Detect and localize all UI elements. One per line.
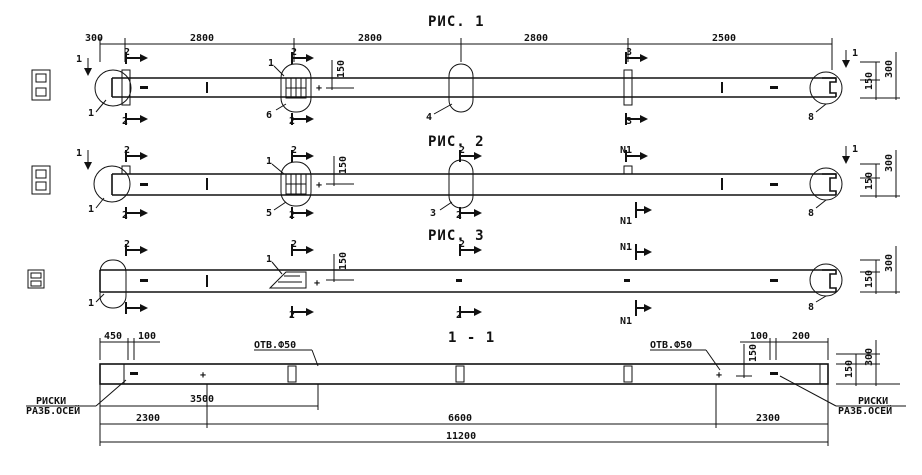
section-dim-150-right: 150 [748,344,759,362]
section-dim-2300-left: 2300 [136,413,160,424]
section-dim-450: 450 [104,331,122,342]
fig1-dim-300: 300 [85,33,103,44]
fig2-callout-3: 3 [430,208,436,219]
fig2-plus: + [316,180,322,191]
fig3-plus: + [314,278,320,289]
fig3-callout-1a: 1 [88,298,94,309]
fig2-marker-n1: N1 [620,145,632,156]
fig1-marker-3: 3 [626,47,632,58]
section-symbol-fig1 [31,69,51,101]
section-symbol-fig2 [31,165,51,195]
fig2-marker-2b: 2 [291,145,297,156]
fig2-marker-2b-bottom: 2 [289,210,295,221]
fig1-marker-2b-bottom: 2 [289,116,295,127]
fig1-marker-1-left: 1 [76,54,82,65]
fig1-dim-2500: 2500 [712,33,736,44]
fig1-dim-2800-b: 2800 [358,33,382,44]
fig3-callout-1b: 1 [266,254,272,265]
fig3-marker-2c: 2 [459,239,465,250]
section-dim-100-left: 100 [138,331,156,342]
fig3-marker-2b: 2 [291,239,297,250]
section-plus-left: + [200,370,206,381]
section-right-300: 300 [864,348,875,366]
section-hole-label-left: ОТВ.Ф50 [254,340,296,351]
fig1-dim-150: 150 [336,60,347,78]
fig3-marker-n1-bottom: N1 [620,316,632,327]
fig2-marker-2a: 2 [124,145,130,156]
section-marks-left-1: РИСКИ [36,396,66,407]
section-dim-100-right: 100 [750,331,768,342]
fig3-marker-n1: N1 [620,242,632,253]
fig2-right-300: 300 [884,154,895,172]
figure-1: 300 2800 2800 2800 2500 + 2 [76,33,900,127]
fig1-plus: + [316,83,322,94]
fig1-title: РИС. 1 [428,14,485,30]
fig3-callout-8: 8 [808,302,814,313]
figure-3: + 2 2 2 N1 2 2 N1 1 1 8 150 [88,239,900,327]
fig2-marker-1-left: 1 [76,148,82,159]
fig2-marker-2c-bottom: 2 [456,210,462,221]
fig1-callout-4: 4 [426,112,432,123]
fig2-marker-2c: 2 [459,145,465,156]
fig2-callout-8: 8 [808,208,814,219]
fig2-marker-n1-bottom: N1 [620,216,632,227]
fig2-right-150: 150 [864,172,875,190]
fig3-dim-150: 150 [338,252,349,270]
fig1-marker-3-bottom: 3 [626,116,632,127]
section-marks-right-2: РАЗБ.ОСЕЙ [838,404,892,417]
fig3-marker-2b-bottom: 2 [289,310,295,321]
fig1-callout-8: 8 [808,112,814,123]
section-hole-label-right: ОТВ.Ф50 [650,340,692,351]
fig2-callout-1b: 1 [266,156,272,167]
section-dim-6600: 6600 [448,413,472,424]
fig1-right-300: 300 [884,60,895,78]
fig1-marker-2a: 2 [124,47,130,58]
section-plus-right: + [716,370,722,381]
section-dim-200: 200 [792,331,810,342]
fig3-right-150: 150 [864,270,875,288]
fig1-marker-2a-bottom: 2 [122,116,128,127]
fig2-title: РИС. 2 [428,134,485,150]
fig2-callout-1a: 1 [88,204,94,215]
fig2-marker-1-right: 1 [852,144,858,155]
section-marks-left-2: РАЗБ.ОСЕЙ [26,404,80,417]
fig1-dim-2800-c: 2800 [524,33,548,44]
section-marks-right-1: РИСКИ [858,396,888,407]
section-total-11200: 11200 [446,431,476,442]
fig3-title: РИС. 3 [428,228,485,244]
fig1-marker-2b: 2 [291,47,297,58]
section-symbol-fig3 [27,269,45,289]
section-1-1: 450 100 100 200 + + ОТВ.Ф50 ОТВ.Ф50 150 [26,331,906,446]
fig2-marker-2a-bottom: 2 [122,210,128,221]
fig3-right-300: 300 [884,254,895,272]
fig3-marker-2c-bottom: 2 [456,310,462,321]
section-title: 1 - 1 [448,330,495,346]
fig3-marker-2a: 2 [124,239,130,250]
fig1-right-150: 150 [864,72,875,90]
fig1-callout-1b: 1 [268,58,274,69]
section-dim-3500: 3500 [190,394,214,405]
fig1-callout-1a: 1 [88,108,94,119]
fig1-dim-2800-a: 2800 [190,33,214,44]
fig2-dim-150: 150 [338,156,349,174]
section-right-150: 150 [844,360,855,378]
fig1-callout-6: 6 [266,110,272,121]
section-dim-2300-right: 2300 [756,413,780,424]
fig2-callout-5: 5 [266,208,272,219]
fig1-marker-1-right: 1 [852,48,858,59]
figure-2: + 2 2 2 N1 2 2 2 N1 1 1 1 1 [76,144,900,227]
